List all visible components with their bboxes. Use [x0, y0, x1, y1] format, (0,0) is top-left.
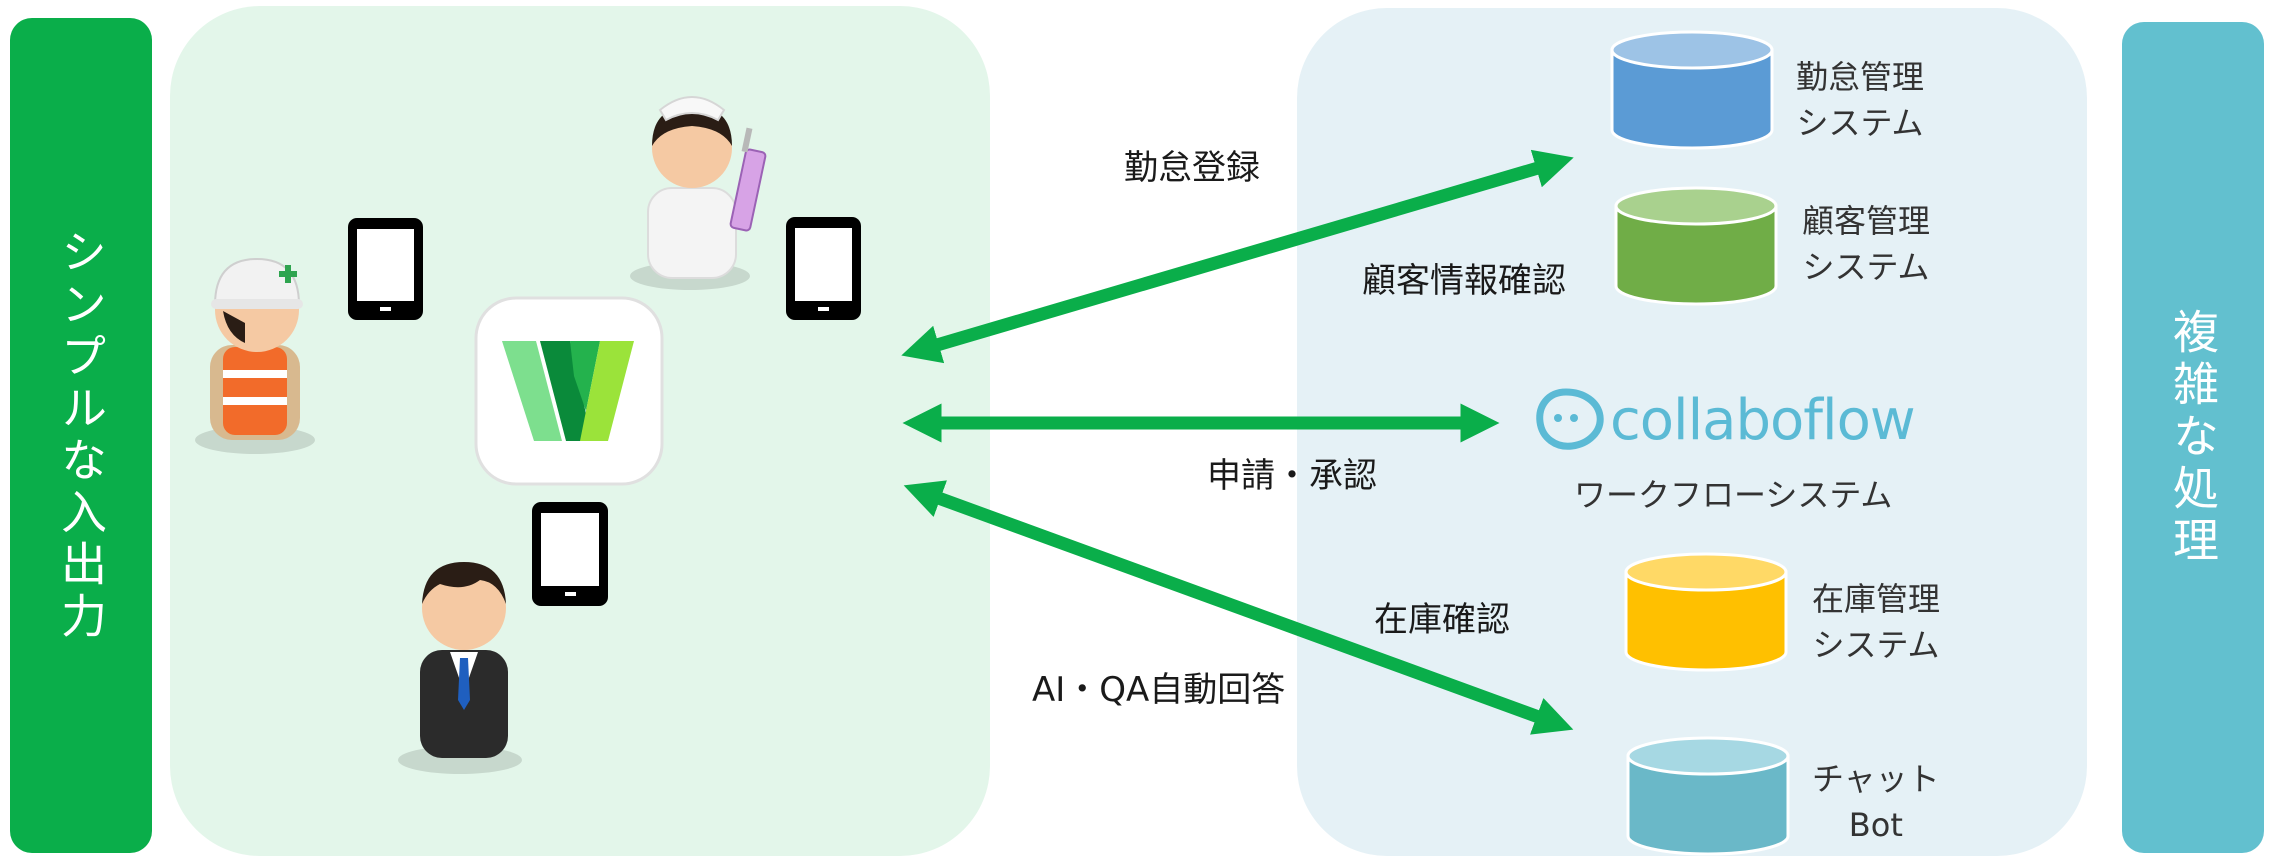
label-approval: 申請・承認: [1207, 456, 1377, 496]
database-icon: [1626, 736, 1790, 856]
simple-io-bar: シンプルな入出力: [10, 18, 152, 853]
label-customer: 顧客情報確認: [1362, 261, 1566, 301]
customer-system-label: 顧客管理 システム: [1802, 202, 1931, 286]
chatbot-label: チャット Bot: [1812, 760, 1940, 844]
complex-processing-bar: 複雑な処理: [2122, 22, 2264, 853]
workflow-system-caption: ワークフローシステム: [1574, 476, 1893, 514]
label-ai: AI・QA自動回答: [1032, 670, 1286, 710]
label-attendance: 勤怠登録: [1124, 148, 1260, 188]
database-icon: [1624, 552, 1788, 672]
businessman-icon: [398, 562, 522, 774]
inventory-system-label: 在庫管理 システム: [1812, 580, 1941, 664]
label-inventory: 在庫確認: [1374, 600, 1510, 640]
attendance-system-label: 勤怠管理 システム: [1796, 58, 1925, 142]
complex-processing-label: 複雑な処理: [2166, 307, 2220, 568]
arrow-inventory: [903, 480, 1574, 735]
simple-io-label: シンプルな入出力: [54, 227, 108, 644]
tablet-icon: [532, 502, 608, 606]
tablet-icon: [786, 217, 861, 320]
database-icon: [1610, 30, 1774, 150]
nurse-icon: [630, 96, 767, 290]
database-icon: [1614, 186, 1778, 306]
collaboflow-logo-icon: [1536, 388, 1604, 450]
collaboflow-wordmark: collaboflow: [1610, 388, 1916, 453]
construction-worker-icon: [195, 257, 315, 454]
tablet-icon: [348, 218, 423, 320]
arrow-attendance: [901, 149, 1574, 364]
w-app-icon: [474, 296, 664, 486]
